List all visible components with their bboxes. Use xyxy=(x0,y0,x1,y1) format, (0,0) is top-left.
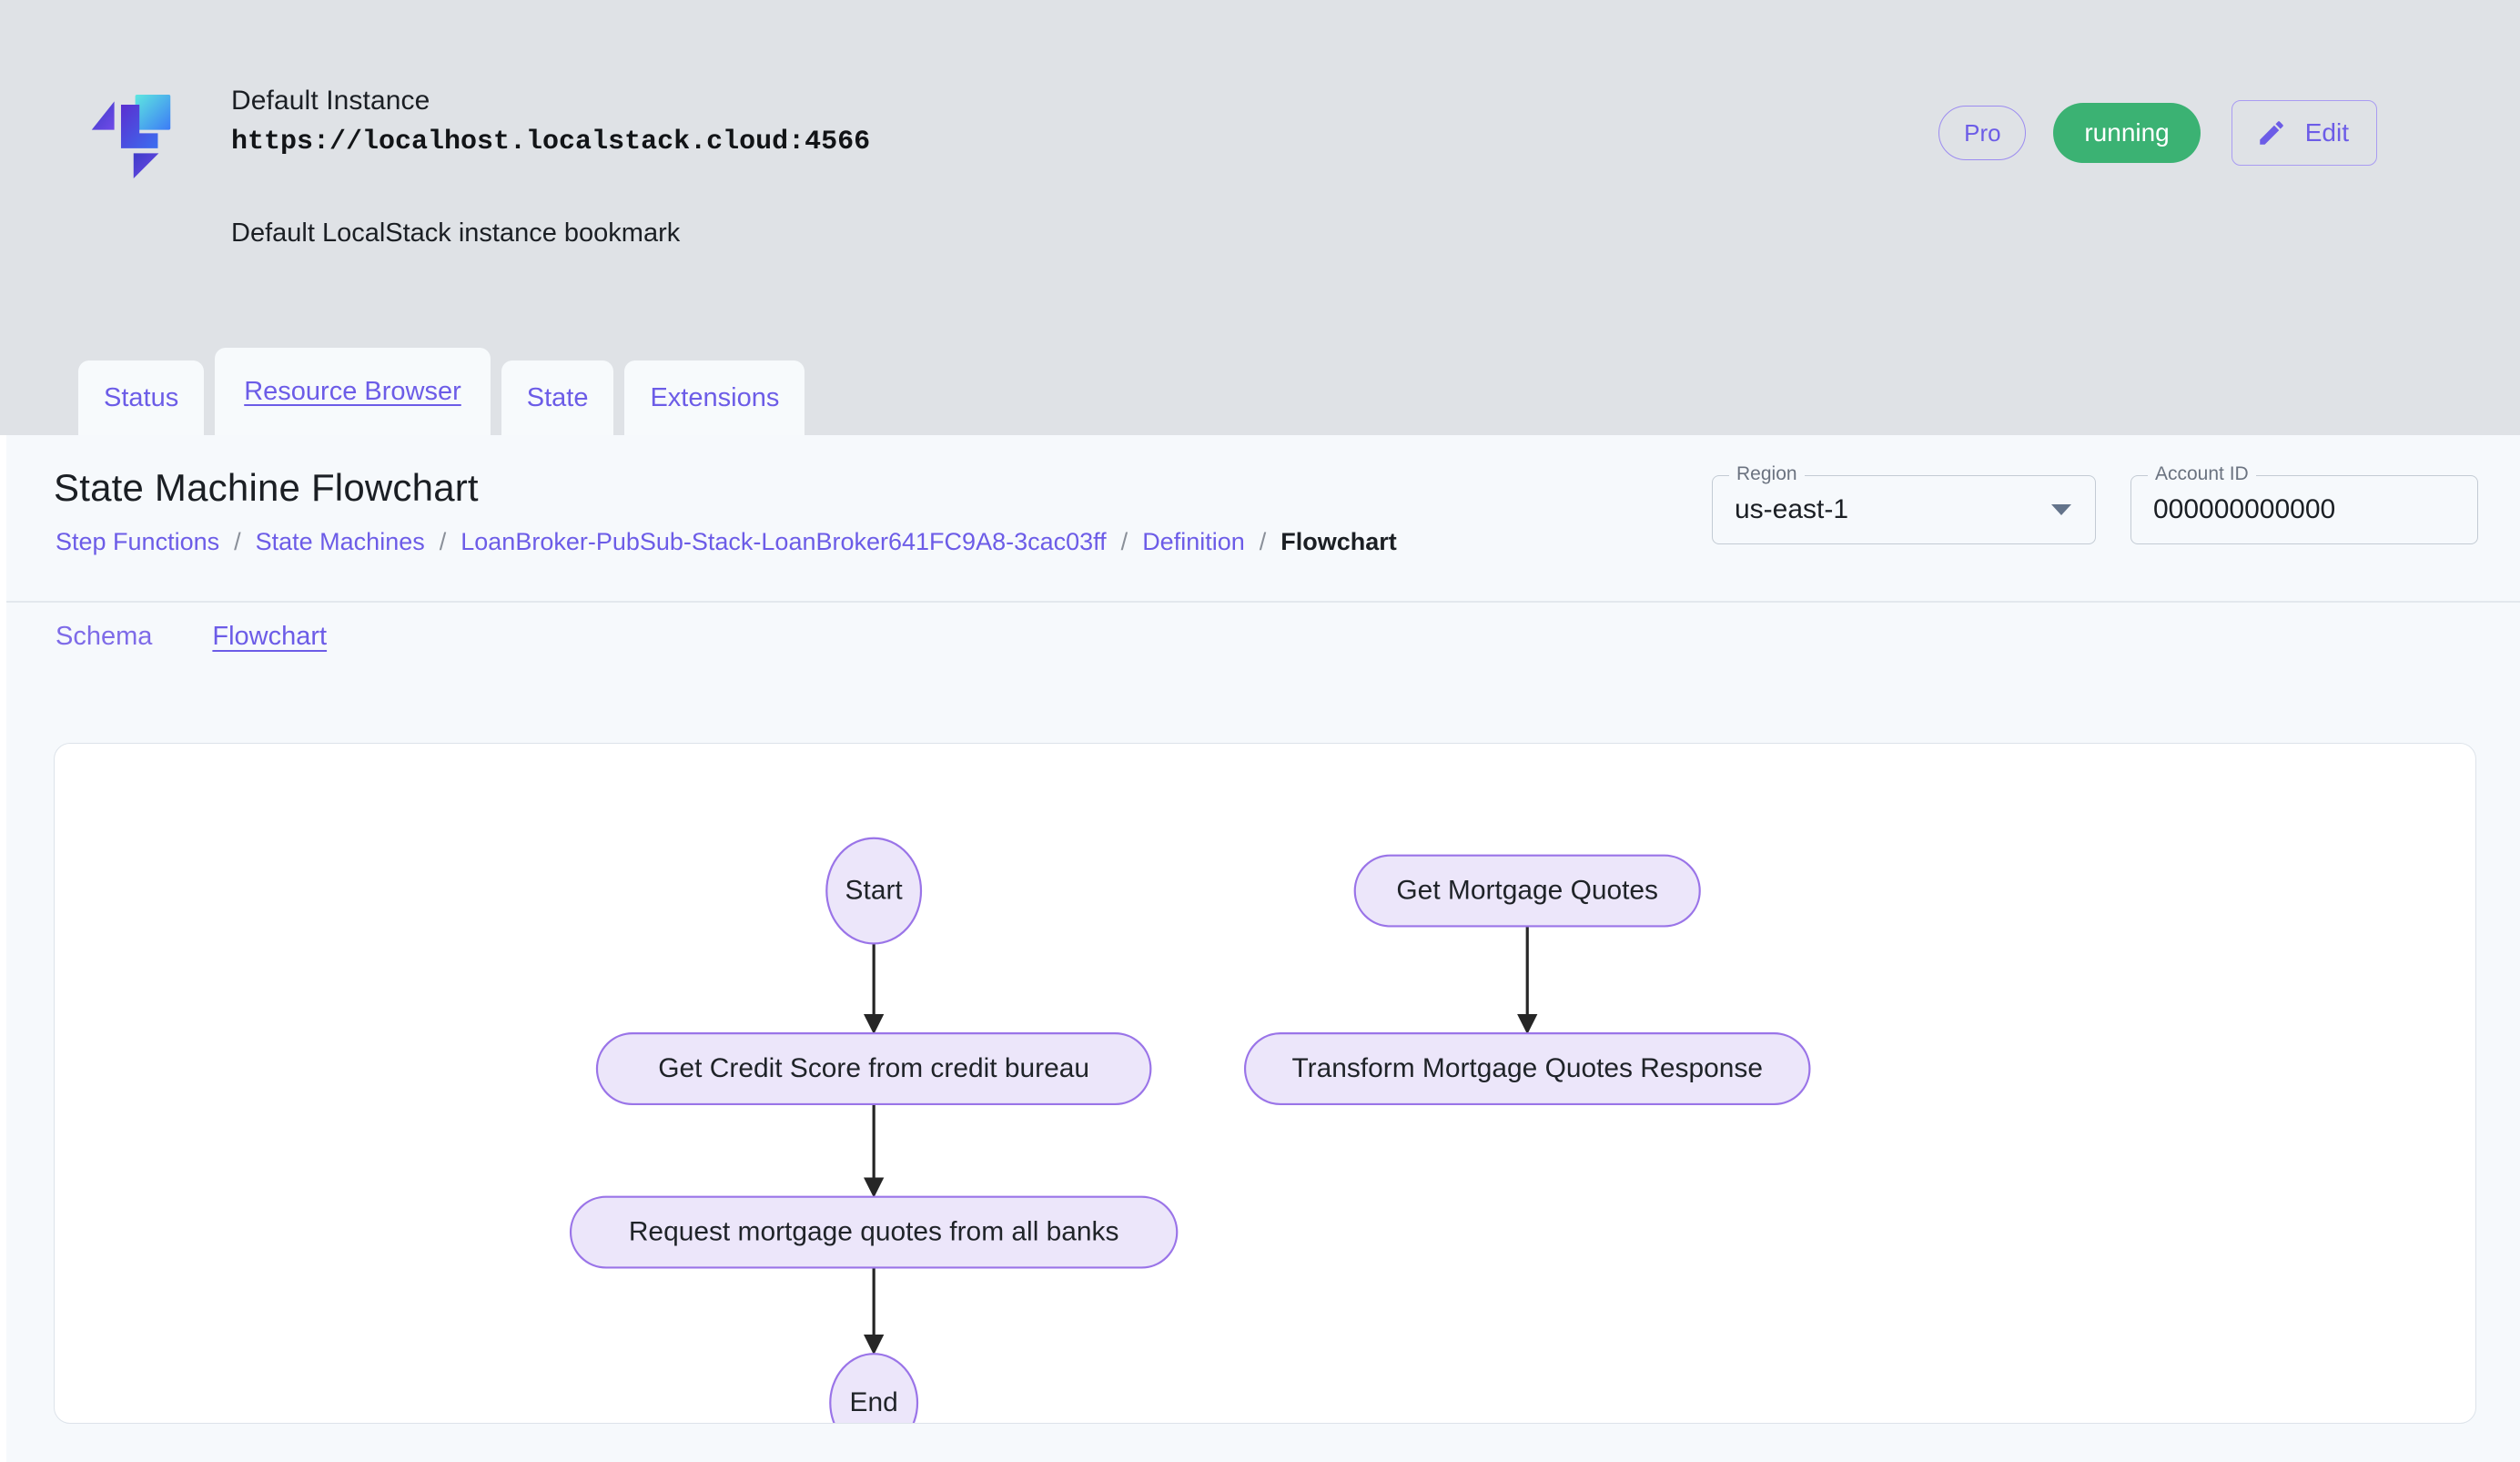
flow-node-label: Get Credit Score from credit bureau xyxy=(658,1053,1089,1083)
flow-node-label: Get Mortgage Quotes xyxy=(1396,875,1658,905)
header-fields: Region us-east-1 Account ID 000000000000 xyxy=(1712,464,2478,544)
pencil-icon xyxy=(2260,121,2283,145)
tab-status-label: Status xyxy=(104,382,179,412)
flowchart-edges xyxy=(863,926,1538,1355)
instance-name: Default Instance xyxy=(231,86,430,116)
subtab-flowchart[interactable]: Flowchart xyxy=(212,622,328,651)
edit-button[interactable]: Edit xyxy=(2231,100,2377,166)
pro-badge[interactable]: Pro xyxy=(1938,106,2027,160)
flow-node-shape xyxy=(825,837,923,945)
flow-node-label: End xyxy=(850,1387,898,1417)
breadcrumb-separator: / xyxy=(234,528,241,555)
edit-button-label: Edit xyxy=(2304,118,2349,147)
breadcrumb-separator: / xyxy=(1259,528,1267,555)
tab-resource-browser[interactable]: Resource Browser xyxy=(215,348,491,435)
app-header: Default Instance https://localhost.local… xyxy=(0,0,2520,435)
chevron-down-icon xyxy=(2051,504,2071,515)
account-id-label: Account ID xyxy=(2148,464,2256,483)
flow-node-shape xyxy=(1353,854,1701,928)
flow-node-start[interactable]: Start xyxy=(825,837,923,945)
flow-node-shape xyxy=(1243,1032,1811,1106)
breadcrumb-item-definition[interactable]: Definition xyxy=(1142,528,1245,555)
localstack-logo-icon xyxy=(91,95,171,178)
instance-endpoint: https://localhost.localstack.cloud:4566 xyxy=(231,126,871,157)
flow-node-request[interactable]: Request mortgage quotes from all banks xyxy=(569,1195,1179,1269)
tab-extensions-label: Extensions xyxy=(650,382,780,412)
main-tabs: Status Resource Browser State Extensions xyxy=(78,348,805,435)
breadcrumb-item-step-functions[interactable]: Step Functions xyxy=(56,528,220,555)
subtab-schema[interactable]: Schema xyxy=(56,622,153,651)
region-value: us-east-1 xyxy=(1735,494,1849,524)
flow-node-end[interactable]: End xyxy=(829,1353,919,1423)
tab-extensions[interactable]: Extensions xyxy=(624,360,805,435)
tab-resource-browser-label: Resource Browser xyxy=(244,376,461,406)
flow-node-shape xyxy=(595,1032,1152,1106)
header-actions: Pro running Edit xyxy=(1938,100,2377,166)
tab-state-label: State xyxy=(526,382,589,412)
page-header: State Machine Flowchart Step Functions /… xyxy=(6,435,2520,603)
breadcrumb-separator: / xyxy=(1120,528,1128,555)
tab-status[interactable]: Status xyxy=(78,360,205,435)
content-panel: State Machine Flowchart Step Functions /… xyxy=(6,435,2520,1462)
tab-state[interactable]: State xyxy=(501,360,614,435)
breadcrumb-item-flowchart: Flowchart xyxy=(1280,528,1397,555)
flow-node-credit[interactable]: Get Credit Score from credit bureau xyxy=(595,1032,1152,1106)
breadcrumb: Step Functions / State Machines / LoanBr… xyxy=(56,528,1397,556)
instance-summary: Default Instance https://localhost.local… xyxy=(89,84,870,182)
flow-node-shape xyxy=(829,1353,919,1423)
sub-tabs: Schema Flowchart xyxy=(56,622,327,652)
breadcrumb-item-state-machines[interactable]: State Machines xyxy=(255,528,425,555)
flow-node-label: Transform Mortgage Quotes Response xyxy=(1291,1053,1763,1083)
region-select[interactable]: Region us-east-1 xyxy=(1712,464,2096,544)
flow-node-shape xyxy=(569,1195,1179,1269)
flow-node-transform[interactable]: Transform Mortgage Quotes Response xyxy=(1243,1032,1811,1106)
account-id-value: 000000000000 xyxy=(2153,494,2336,524)
breadcrumb-item-state-machine-name[interactable]: LoanBroker-PubSub-Stack-LoanBroker641FC9… xyxy=(460,528,1107,555)
account-id-field[interactable]: Account ID 000000000000 xyxy=(2130,464,2478,544)
instance-description: Default LocalStack instance bookmark xyxy=(231,218,681,248)
flow-node-label: Request mortgage quotes from all banks xyxy=(629,1216,1119,1246)
page-title: State Machine Flowchart xyxy=(54,466,479,509)
breadcrumb-separator: / xyxy=(439,528,447,555)
header-divider xyxy=(6,601,2520,603)
status-badge: running xyxy=(2053,103,2201,163)
flow-node-label: Start xyxy=(845,875,904,905)
flow-node-getquotes[interactable]: Get Mortgage Quotes xyxy=(1353,854,1701,928)
region-label: Region xyxy=(1729,464,1805,483)
